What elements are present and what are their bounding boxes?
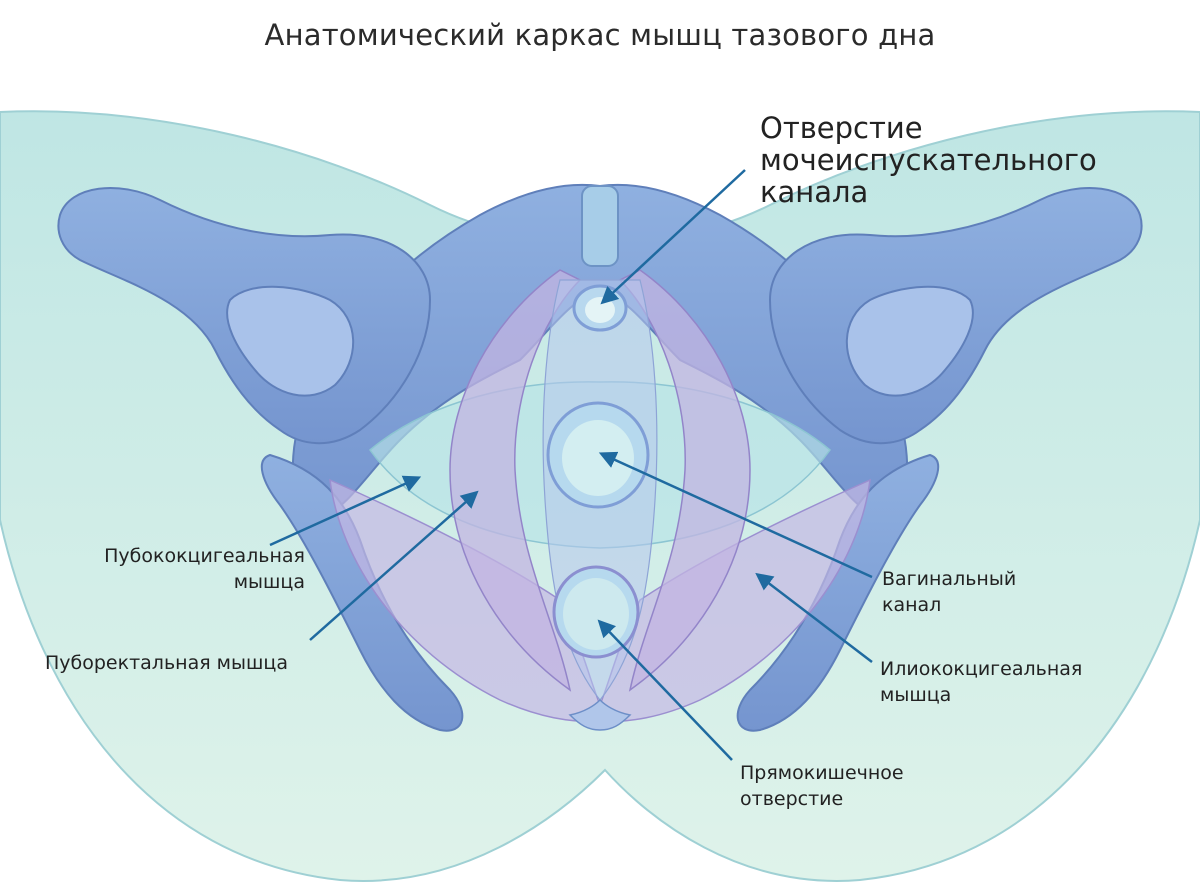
- puborectalis-right: [618, 269, 751, 692]
- label-pubococcygeus: Пубококцигеальная мышца: [104, 545, 305, 593]
- pubic-symphysis: [581, 185, 619, 267]
- pointer-urethral: [600, 169, 746, 305]
- label-urethral-opening: Отверстие мочеиспускательного канала: [760, 111, 1097, 209]
- label-rectal-opening: Прямокишечное отверстие: [740, 762, 904, 810]
- rectal-opening-inner: [563, 578, 629, 650]
- urethral-opening-inner: [585, 297, 615, 323]
- label-vaginal-canal: Вагинальный канал: [882, 568, 1017, 616]
- diagram-title: Анатомический каркас мышц тазового дна: [264, 18, 936, 52]
- pointer-iliococcygeus: [755, 572, 873, 663]
- label-puborectalis: Пуборектальная мышца: [45, 652, 288, 674]
- pointer-puborectalis: [309, 490, 479, 641]
- label-iliococcygeus: Илиококцигеальная мышца: [880, 658, 1083, 706]
- pointer-pubococcygeus: [269, 475, 422, 547]
- vaginal-opening-inner: [562, 420, 634, 496]
- puborectalis-left: [449, 269, 582, 692]
- coccyx-tip: [568, 698, 632, 731]
- left-obturator-hole: [226, 285, 355, 397]
- pointer-rectal: [597, 619, 733, 761]
- pointer-vaginal: [598, 451, 873, 579]
- right-obturator-hole: [845, 285, 974, 397]
